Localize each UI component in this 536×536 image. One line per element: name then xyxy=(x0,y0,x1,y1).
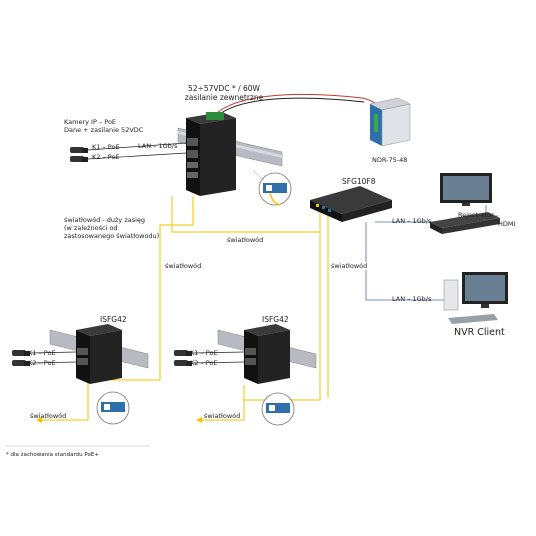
power-spec: 52÷57VDC * / 60W xyxy=(188,84,260,93)
fiber-label-center: światłowód xyxy=(226,236,265,244)
lan-label-recorder: LAN – 1Gb/s xyxy=(392,217,432,225)
fiber-label-right: światłowód xyxy=(330,262,369,270)
psu-device xyxy=(369,97,411,147)
footnote: * dla zachowania standardu PoE+ xyxy=(6,452,99,458)
fiber-arrow-right xyxy=(196,417,202,423)
remote-right-label: ISFG42 xyxy=(262,315,289,324)
cameras-title: Kamery IP – PoE xyxy=(64,118,117,126)
monitor-icon xyxy=(440,173,492,206)
fiber-note-1: światłowód - duży zasięg xyxy=(64,216,146,224)
remote-switch-right xyxy=(244,324,290,384)
fiber-note-3: zastosowanego światłowodu) xyxy=(64,232,160,240)
cameras-subtitle: Dane + zasilanie 52VDC xyxy=(64,126,144,134)
hdmi-label: HDMI xyxy=(498,220,516,228)
remote-left-k1: K1 – PoE xyxy=(28,349,56,357)
remote-right-k2: K2 – PoE xyxy=(190,359,218,367)
psu-label: NDR-75-48 xyxy=(372,156,408,164)
sfp-inset-left xyxy=(96,391,130,425)
fiber-label-remote-right: światłowód xyxy=(204,412,241,420)
fiber-note-2: (w zależności od xyxy=(64,224,118,232)
remote-left-label: ISFG42 xyxy=(100,315,127,324)
fiber-label-remote-left: światłowód xyxy=(30,412,67,420)
camera-k2-label: K2 – PoE xyxy=(92,153,120,161)
recorder-device xyxy=(430,212,500,234)
sfp-inset-right xyxy=(261,392,295,426)
power-cable-2 xyxy=(214,97,365,119)
fiber-label-left: światłowód xyxy=(164,262,203,270)
camera-icon xyxy=(174,350,192,366)
core-switch-label: SFG10F8 xyxy=(342,177,376,186)
lan-label-client: LAN – 1Gb/s xyxy=(392,295,432,303)
workstation-icon xyxy=(443,272,508,324)
lan-label-main: LAN – 1Gb/s xyxy=(138,142,178,150)
camera-k1-label: K1 – PoE xyxy=(92,143,120,151)
remote-left-k2: K2 – PoE xyxy=(28,359,56,367)
fiber-arrow-left xyxy=(36,417,42,423)
remote-switch-left xyxy=(76,324,122,384)
remote-right-k1: K1 – PoE xyxy=(190,349,218,357)
core-switch xyxy=(310,186,392,222)
camera-icon xyxy=(70,147,88,162)
power-note: zasilanie zewnętrzne xyxy=(184,93,264,102)
main-switch xyxy=(186,112,236,196)
recorder-label: Rejestrator xyxy=(458,211,494,219)
camera-icon xyxy=(12,350,30,366)
sfp-inset-main xyxy=(252,169,292,206)
nvr-client-label: NVR Client xyxy=(454,327,505,338)
